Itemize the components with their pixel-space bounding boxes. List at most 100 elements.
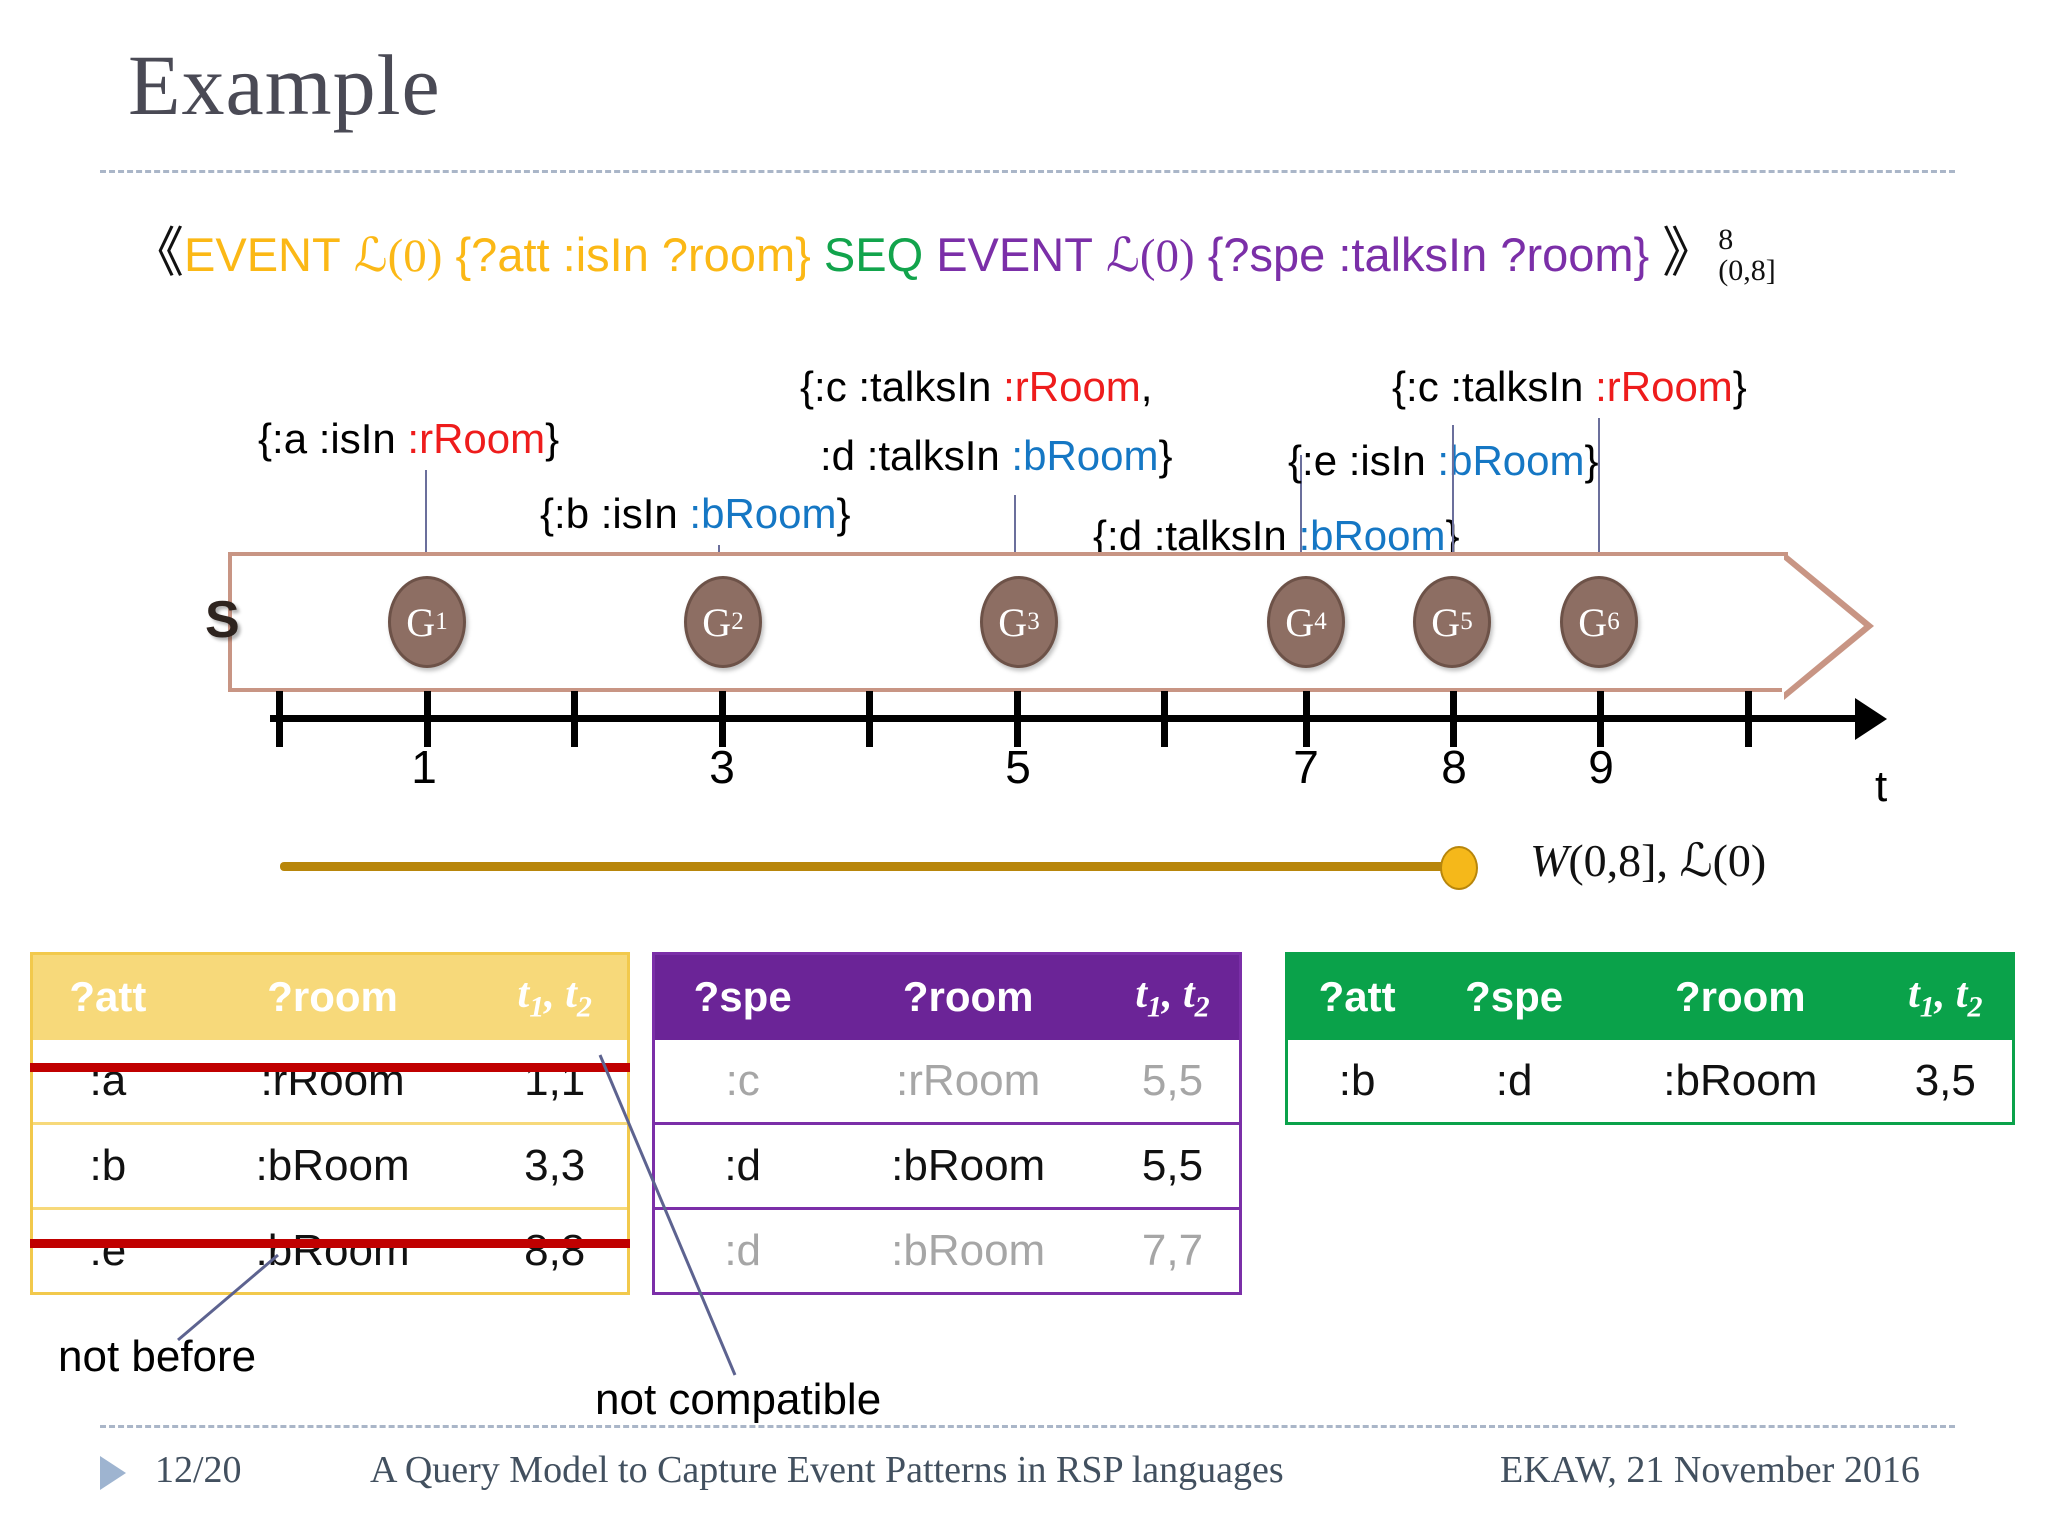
cell-time: 8,8 xyxy=(482,1207,627,1293)
note-not-before: not before xyxy=(58,1332,257,1381)
leader-line-g6 xyxy=(1598,418,1600,613)
cell-spe: :d xyxy=(655,1207,831,1293)
annotation-g5: {:e :isIn :bRoom} xyxy=(1288,437,1599,484)
footer-triangle-icon xyxy=(100,1456,126,1490)
table-join-result: ?att ?spe ?room t1, t2 :b :d :bRoom 3,5 xyxy=(1285,952,2015,1126)
cell-time: 5,5 xyxy=(1105,1122,1239,1209)
table-header-row: ?att ?spe ?room t1, t2 xyxy=(1288,955,2012,1041)
time-axis-line xyxy=(270,715,1860,722)
stream-label: S xyxy=(205,591,240,649)
time-axis-arrow xyxy=(1855,698,1887,740)
cell-room: :bRoom xyxy=(830,1122,1106,1209)
cell-att: :a xyxy=(89,1056,127,1106)
window-bar xyxy=(280,862,1460,871)
column-header-att: ?att xyxy=(69,972,147,1020)
axis-tick-4 xyxy=(866,691,873,747)
axis-tick-0 xyxy=(276,691,283,747)
formula-operator: SEQ xyxy=(823,228,924,281)
window-label-w: W xyxy=(1530,835,1569,886)
formula-event2-lang: ℒ(0) xyxy=(1105,230,1195,282)
node-index: 5 xyxy=(1460,608,1473,635)
page-title: Example xyxy=(128,37,441,133)
formula-window-bounds: 8(0,8] xyxy=(1718,222,1776,287)
window-label: W(0,8], ℒ(0) xyxy=(1530,833,1766,887)
stream-arrow-head-inner xyxy=(1782,558,1864,694)
node-label: G xyxy=(1285,599,1315,645)
query-formula: 《EVENT ℒ(0) {?att :isIn ?room} SEQ EVENT… xyxy=(130,208,1776,287)
axis-tick-10 xyxy=(1745,691,1752,747)
formula-superscript: 8 xyxy=(1718,222,1734,256)
table-row[interactable]: :e :bRoom 8,8 xyxy=(33,1207,627,1293)
strikethrough-att-row3 xyxy=(30,1239,630,1248)
column-header-time: t1, t2 xyxy=(1908,971,1983,1024)
node-label: G xyxy=(1431,599,1461,645)
node-label: G xyxy=(998,599,1028,645)
strikethrough-att-row1 xyxy=(30,1063,630,1072)
axis-label-8: 8 xyxy=(1441,741,1467,793)
node-index: 4 xyxy=(1314,608,1327,635)
node-label: G xyxy=(1578,599,1608,645)
node-index: 1 xyxy=(435,608,448,635)
cell-spe: :d xyxy=(655,1122,831,1209)
axis-label-3: 3 xyxy=(709,741,735,793)
cell-room: :bRoom xyxy=(182,1122,483,1209)
column-header-time: t1, t2 xyxy=(517,971,592,1024)
cell-time: 5,5 xyxy=(1141,1056,1204,1106)
annotation-g4: {:d :talksIn :bRoom} xyxy=(1093,512,1460,559)
axis-label-5: 5 xyxy=(1005,741,1031,793)
table-row[interactable]: :a :rRoom 1,1 xyxy=(33,1040,627,1124)
column-header-spe: ?spe xyxy=(693,972,792,1020)
leader-line-g1 xyxy=(425,470,427,560)
axis-label-9: 9 xyxy=(1588,741,1614,793)
node-index: 3 xyxy=(1027,608,1040,635)
footer-page-number: 12/20 xyxy=(155,1449,242,1491)
window-label-interval: (0,8], xyxy=(1568,835,1668,886)
formula-event2-pattern: {?spe :talksIn ?room} xyxy=(1207,228,1650,281)
table-header-row: ?spe ?room t1, t2 xyxy=(655,955,1239,1041)
cell-spe: :d xyxy=(1495,1056,1533,1106)
table-row[interactable]: :d :bRoom 7,7 xyxy=(655,1207,1239,1293)
axis-tick-1 xyxy=(424,691,431,747)
title-divider xyxy=(100,170,1955,173)
table-row[interactable]: :b :d :bRoom 3,5 xyxy=(1288,1040,2012,1122)
axis-tick-6 xyxy=(1161,691,1168,747)
table-spe: ?spe ?room t1, t2 :c :rRoom 5,5 :d :bRoo… xyxy=(652,952,1242,1296)
table-row[interactable]: :c :rRoom 5,5 xyxy=(655,1040,1239,1124)
axis-label-1: 1 xyxy=(411,741,437,793)
window-label-lang: ℒ(0) xyxy=(1679,835,1767,886)
note-not-compatible: not compatible xyxy=(595,1375,882,1424)
cell-time: 3,3 xyxy=(482,1122,627,1209)
window-endpoint-dot xyxy=(1440,846,1478,890)
annotation-g3-line2: :d :talksIn :bRoom} xyxy=(820,432,1173,479)
cell-room: :bRoom xyxy=(1663,1056,1818,1106)
cell-room: :bRoom xyxy=(182,1207,483,1293)
formula-event1-keyword: EVENT xyxy=(184,228,341,281)
axis-tick-5 xyxy=(1014,691,1021,747)
column-header-room: ?room xyxy=(267,972,398,1020)
axis-tick-7 xyxy=(1303,691,1310,747)
formula-event2-keyword: EVENT xyxy=(936,228,1093,281)
footer-event-info: EKAW, 21 November 2016 xyxy=(1500,1449,1920,1491)
annotation-g6: {:c :talksIn :rRoom} xyxy=(1392,363,1747,410)
table-row[interactable]: :b :bRoom 3,3 xyxy=(33,1122,627,1209)
cell-room: :bRoom xyxy=(830,1207,1106,1293)
cell-time: 1,1 xyxy=(524,1056,586,1106)
axis-label-7: 7 xyxy=(1293,741,1319,793)
axis-variable-label: t xyxy=(1875,762,1888,811)
formula-subscript: (0,8] xyxy=(1718,254,1776,287)
leader-line-g4 xyxy=(1300,455,1302,610)
formula-close-bracket: 》 xyxy=(1662,223,1717,283)
annotation-g2: {:b :isIn :bRoom} xyxy=(540,490,851,537)
table-row[interactable]: :d :bRoom 5,5 xyxy=(655,1122,1239,1209)
footer-divider xyxy=(100,1425,1955,1428)
footer-presentation-title: A Query Model to Capture Event Patterns … xyxy=(370,1449,1284,1491)
axis-tick-2 xyxy=(571,691,578,747)
annotation-g3-line1: {:c :talksIn :rRoom, xyxy=(800,363,1153,410)
